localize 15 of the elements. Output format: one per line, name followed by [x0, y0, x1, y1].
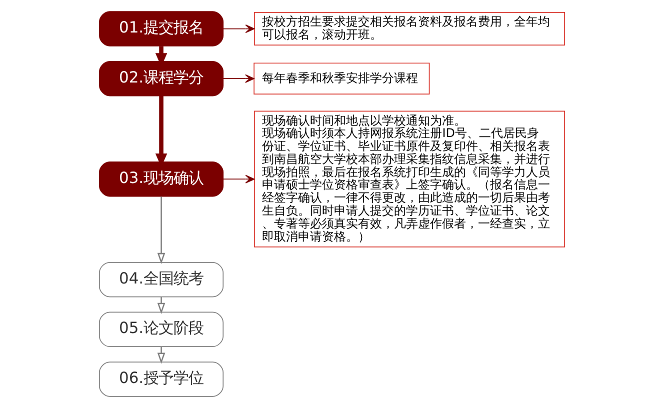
node-box: 05.论文阶段 [98, 312, 224, 348]
arrow [156, 196, 165, 264]
arrow [156, 297, 165, 314]
node-box: 01.提交报名 [98, 11, 224, 46]
node-box: 现场确认时间和地点以学校通知为准。 现场确认时须本人持网报系统注册ID号、二代居民身份证、学位证书、毕业证书原件及复印件、相关报名表到南昌航空大学校本部办理采集指纹信息采集，并进行现场拍照，最后在报名系统打印生成的《同等学力人员申请硕士学位资格审查表》上签字确认。（报名信息一经签字确认，一律不得更改，由此造成的一切后果由考生自负。同时申请人提交的学历证书、学位证书、论文、专著等必须真实有效，凡弄虚作假者，一经查实，立即取消申请资格。） [254, 110, 564, 248]
node-box: 03.现场确认 [98, 161, 224, 197]
node-box: 每年春季和秋季安排学分课程 [253, 62, 430, 94]
node-box: 06.授予学位 [98, 362, 224, 397]
arrow [222, 74, 254, 83]
arrow [156, 346, 165, 364]
node-box: 按校方招生要求提交相关报名资料及报名费用，全年均可以报名，滚动开班。 [254, 12, 564, 46]
node-box: 02.课程学分 [98, 60, 224, 96]
arrow [222, 174, 254, 184]
arrow [222, 24, 254, 34]
node-box: 04.全国统考 [98, 262, 224, 298]
